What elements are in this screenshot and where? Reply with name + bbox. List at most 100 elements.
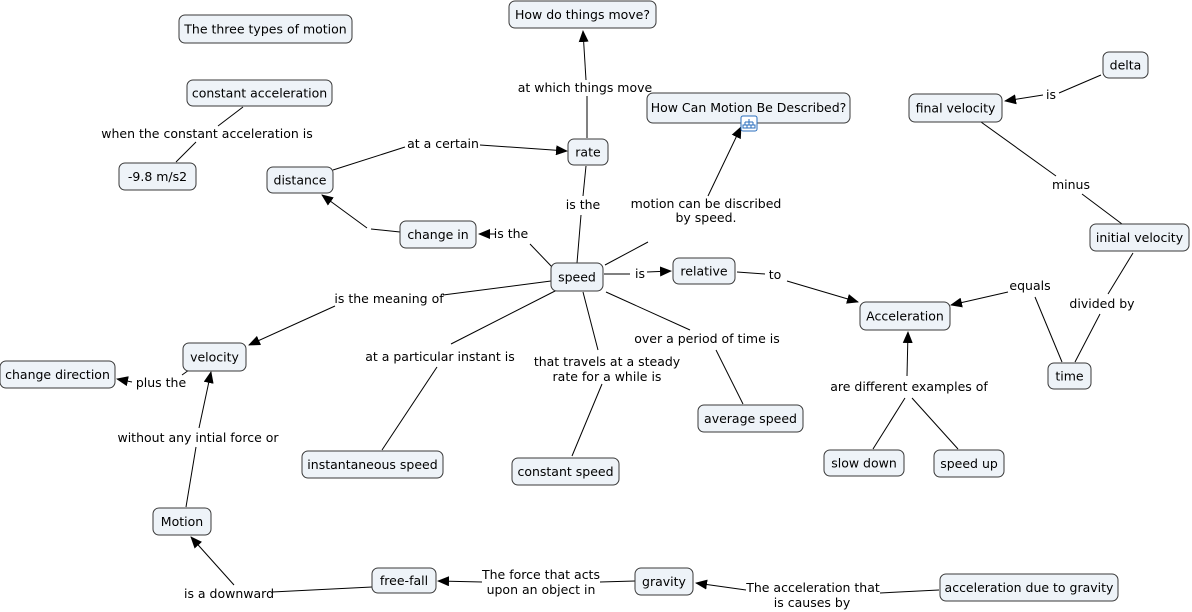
node-speed-up[interactable]: speed up xyxy=(933,449,1005,478)
node-velocity[interactable]: velocity xyxy=(182,342,247,372)
node-slow-down[interactable]: slow down xyxy=(823,449,905,477)
edge-speed-instant xyxy=(450,289,558,345)
svg-text:constant speed: constant speed xyxy=(517,464,613,479)
edge-changein-line xyxy=(370,228,401,233)
edge-causes-gravity xyxy=(695,579,747,591)
node-three-types[interactable]: The three types of motion xyxy=(178,14,353,44)
edge-ca-label xyxy=(217,106,244,127)
edge-slowdown-examples xyxy=(872,397,906,450)
svg-text:rate: rate xyxy=(575,145,601,160)
node-accel-gravity[interactable]: acceleration due to gravity xyxy=(939,573,1119,602)
edge-instant-node xyxy=(381,366,438,451)
edge-period-average xyxy=(715,349,744,405)
link-labels: at which things move when the constant a… xyxy=(101,80,1135,610)
edge-speed-isthe xyxy=(576,214,582,264)
label-is-the-changein: is the xyxy=(494,226,529,241)
node-change-direction[interactable]: change direction xyxy=(0,360,116,389)
node-time[interactable]: time xyxy=(1047,362,1092,390)
edge-speed-period xyxy=(605,291,691,331)
node-how-described[interactable]: How Can Motion Be Described? xyxy=(646,92,851,124)
edge-is-finalvel xyxy=(1004,94,1044,105)
label-force-acts-2: upon an object in xyxy=(487,582,596,597)
edge-speed-meaning xyxy=(442,280,552,296)
node-constant-speed[interactable]: constant speed xyxy=(511,457,620,486)
node-acceleration[interactable]: Acceleration xyxy=(859,301,951,331)
node-distance[interactable]: distance xyxy=(266,166,334,194)
label-accel-causes-1: The acceleration that xyxy=(745,580,880,595)
svg-text:constant acceleration: constant acceleration xyxy=(192,86,327,101)
svg-text:initial velocity: initial velocity xyxy=(1096,230,1184,245)
label-to: to xyxy=(769,267,782,282)
label-minus: minus xyxy=(1052,177,1090,192)
svg-text:distance: distance xyxy=(274,173,327,188)
edge-speedup-examples xyxy=(911,397,959,450)
label-is-delta: is xyxy=(1046,87,1056,102)
edge-speed-steady xyxy=(582,291,599,351)
node-change-in[interactable]: change in xyxy=(399,220,477,249)
svg-text:Motion: Motion xyxy=(161,514,203,529)
node-motion[interactable]: Motion xyxy=(152,507,212,536)
svg-text:-9.8 m/s2: -9.8 m/s2 xyxy=(128,169,187,184)
node-speed[interactable]: speed xyxy=(550,262,604,292)
label-accel-causes-2: is causes by xyxy=(774,595,851,610)
edge-to-acceleration xyxy=(786,280,859,304)
edge-relative-to xyxy=(736,271,766,275)
node-how-move[interactable]: How do things move? xyxy=(508,0,657,29)
edge-initvel-divided xyxy=(1107,252,1134,295)
svg-text:relative: relative xyxy=(680,264,727,279)
node-gravity[interactable]: gravity xyxy=(634,567,694,596)
label-particular-instant: at a particular instant is xyxy=(365,349,515,364)
node-final-velocity[interactable]: final velocity xyxy=(908,93,1003,123)
edge-time-equals xyxy=(1034,296,1063,363)
svg-text:instantaneous speed: instantaneous speed xyxy=(307,457,437,472)
node-rate[interactable]: rate xyxy=(567,138,609,166)
node-initial-velocity[interactable]: initial velocity xyxy=(1089,223,1190,252)
edge-divided-time xyxy=(1074,313,1101,363)
edges xyxy=(116,30,1134,594)
label-is-meaning: is the meaning of xyxy=(334,291,444,306)
svg-text:free-fall: free-fall xyxy=(380,573,428,588)
node-free-fall[interactable]: free-fall xyxy=(371,567,437,594)
edge-steady-constant xyxy=(571,383,603,457)
edge-speed-described xyxy=(604,241,649,266)
node-relative[interactable]: relative xyxy=(672,257,736,285)
edge-isthe-rate xyxy=(582,165,587,197)
label-over-period: over a period of time is xyxy=(634,331,780,346)
svg-text:change direction: change direction xyxy=(5,367,110,382)
node-instantaneous-speed[interactable]: instantaneous speed xyxy=(301,450,444,479)
svg-text:delta: delta xyxy=(1110,58,1142,73)
node-neg-98[interactable]: -9.8 m/s2 xyxy=(118,162,197,191)
svg-text:slow down: slow down xyxy=(831,456,897,471)
edge-plus-changedir xyxy=(116,376,133,387)
svg-text:acceleration due to gravity: acceleration due to gravity xyxy=(945,580,1115,595)
edge-minus-initvel xyxy=(1081,193,1123,225)
label-divided-by: divided by xyxy=(1069,296,1135,311)
edge-gravity-force xyxy=(599,580,636,583)
edge-freefall-downward xyxy=(271,586,373,593)
svg-text:change in: change in xyxy=(407,227,468,242)
svg-text:final velocity: final velocity xyxy=(916,101,996,116)
label-when-constant: when the constant acceleration is xyxy=(101,126,313,141)
edge-rate-how-move-2 xyxy=(578,30,589,81)
edge-label-98 xyxy=(175,141,197,163)
edge-finalvel-minus xyxy=(980,121,1057,177)
edge-meaning-velocity xyxy=(248,305,336,346)
label-different-examples: are different examples of xyxy=(830,379,988,394)
label-without-force: without any intial force or xyxy=(117,430,279,445)
edge-force-freefall xyxy=(437,576,483,587)
concept-map-icon[interactable] xyxy=(740,115,758,132)
svg-text:time: time xyxy=(1055,369,1084,384)
edge-delta-is xyxy=(1058,74,1102,94)
node-average-speed[interactable]: average speed xyxy=(697,404,804,433)
edge-examples-acceleration xyxy=(902,331,913,377)
label-is-relative: is xyxy=(635,266,645,281)
node-constant-acceleration[interactable]: constant acceleration xyxy=(186,79,333,107)
edge-label-rate xyxy=(479,144,568,156)
svg-text:How Can Motion Be Described?: How Can Motion Be Described? xyxy=(651,100,847,115)
edge-speed-isthe2 xyxy=(529,243,554,269)
node-delta[interactable]: delta xyxy=(1102,51,1149,79)
edge-changein-distance xyxy=(321,194,368,229)
svg-text:speed: speed xyxy=(558,270,596,285)
edge-accelgrav-causes xyxy=(879,589,940,594)
label-steady-2: rate for a while is xyxy=(553,369,662,384)
